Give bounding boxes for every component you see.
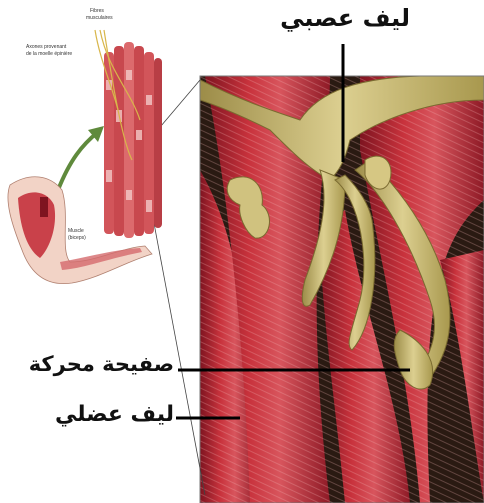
label-axons-fr: Axones provenant — [26, 44, 67, 50]
muscle-bundle-illustration — [95, 30, 162, 238]
zoom-arrow — [58, 126, 104, 190]
label-muscle-fr: Muscle — [68, 228, 84, 234]
label-axons-fr-2: de la moelle épinière — [26, 51, 72, 57]
label-biceps-fr: (biceps) — [68, 235, 86, 241]
label-muscle-fibers-fr-2: musculaires — [86, 15, 113, 21]
label-muscle-fiber: ليف عضلي — [50, 402, 174, 427]
label-motor-end-plate: صفيحة محركة — [6, 352, 174, 376]
label-nerve-fiber: ليف عصبي — [292, 4, 410, 32]
label-muscle-fibers-fr: Fibres — [90, 8, 104, 14]
